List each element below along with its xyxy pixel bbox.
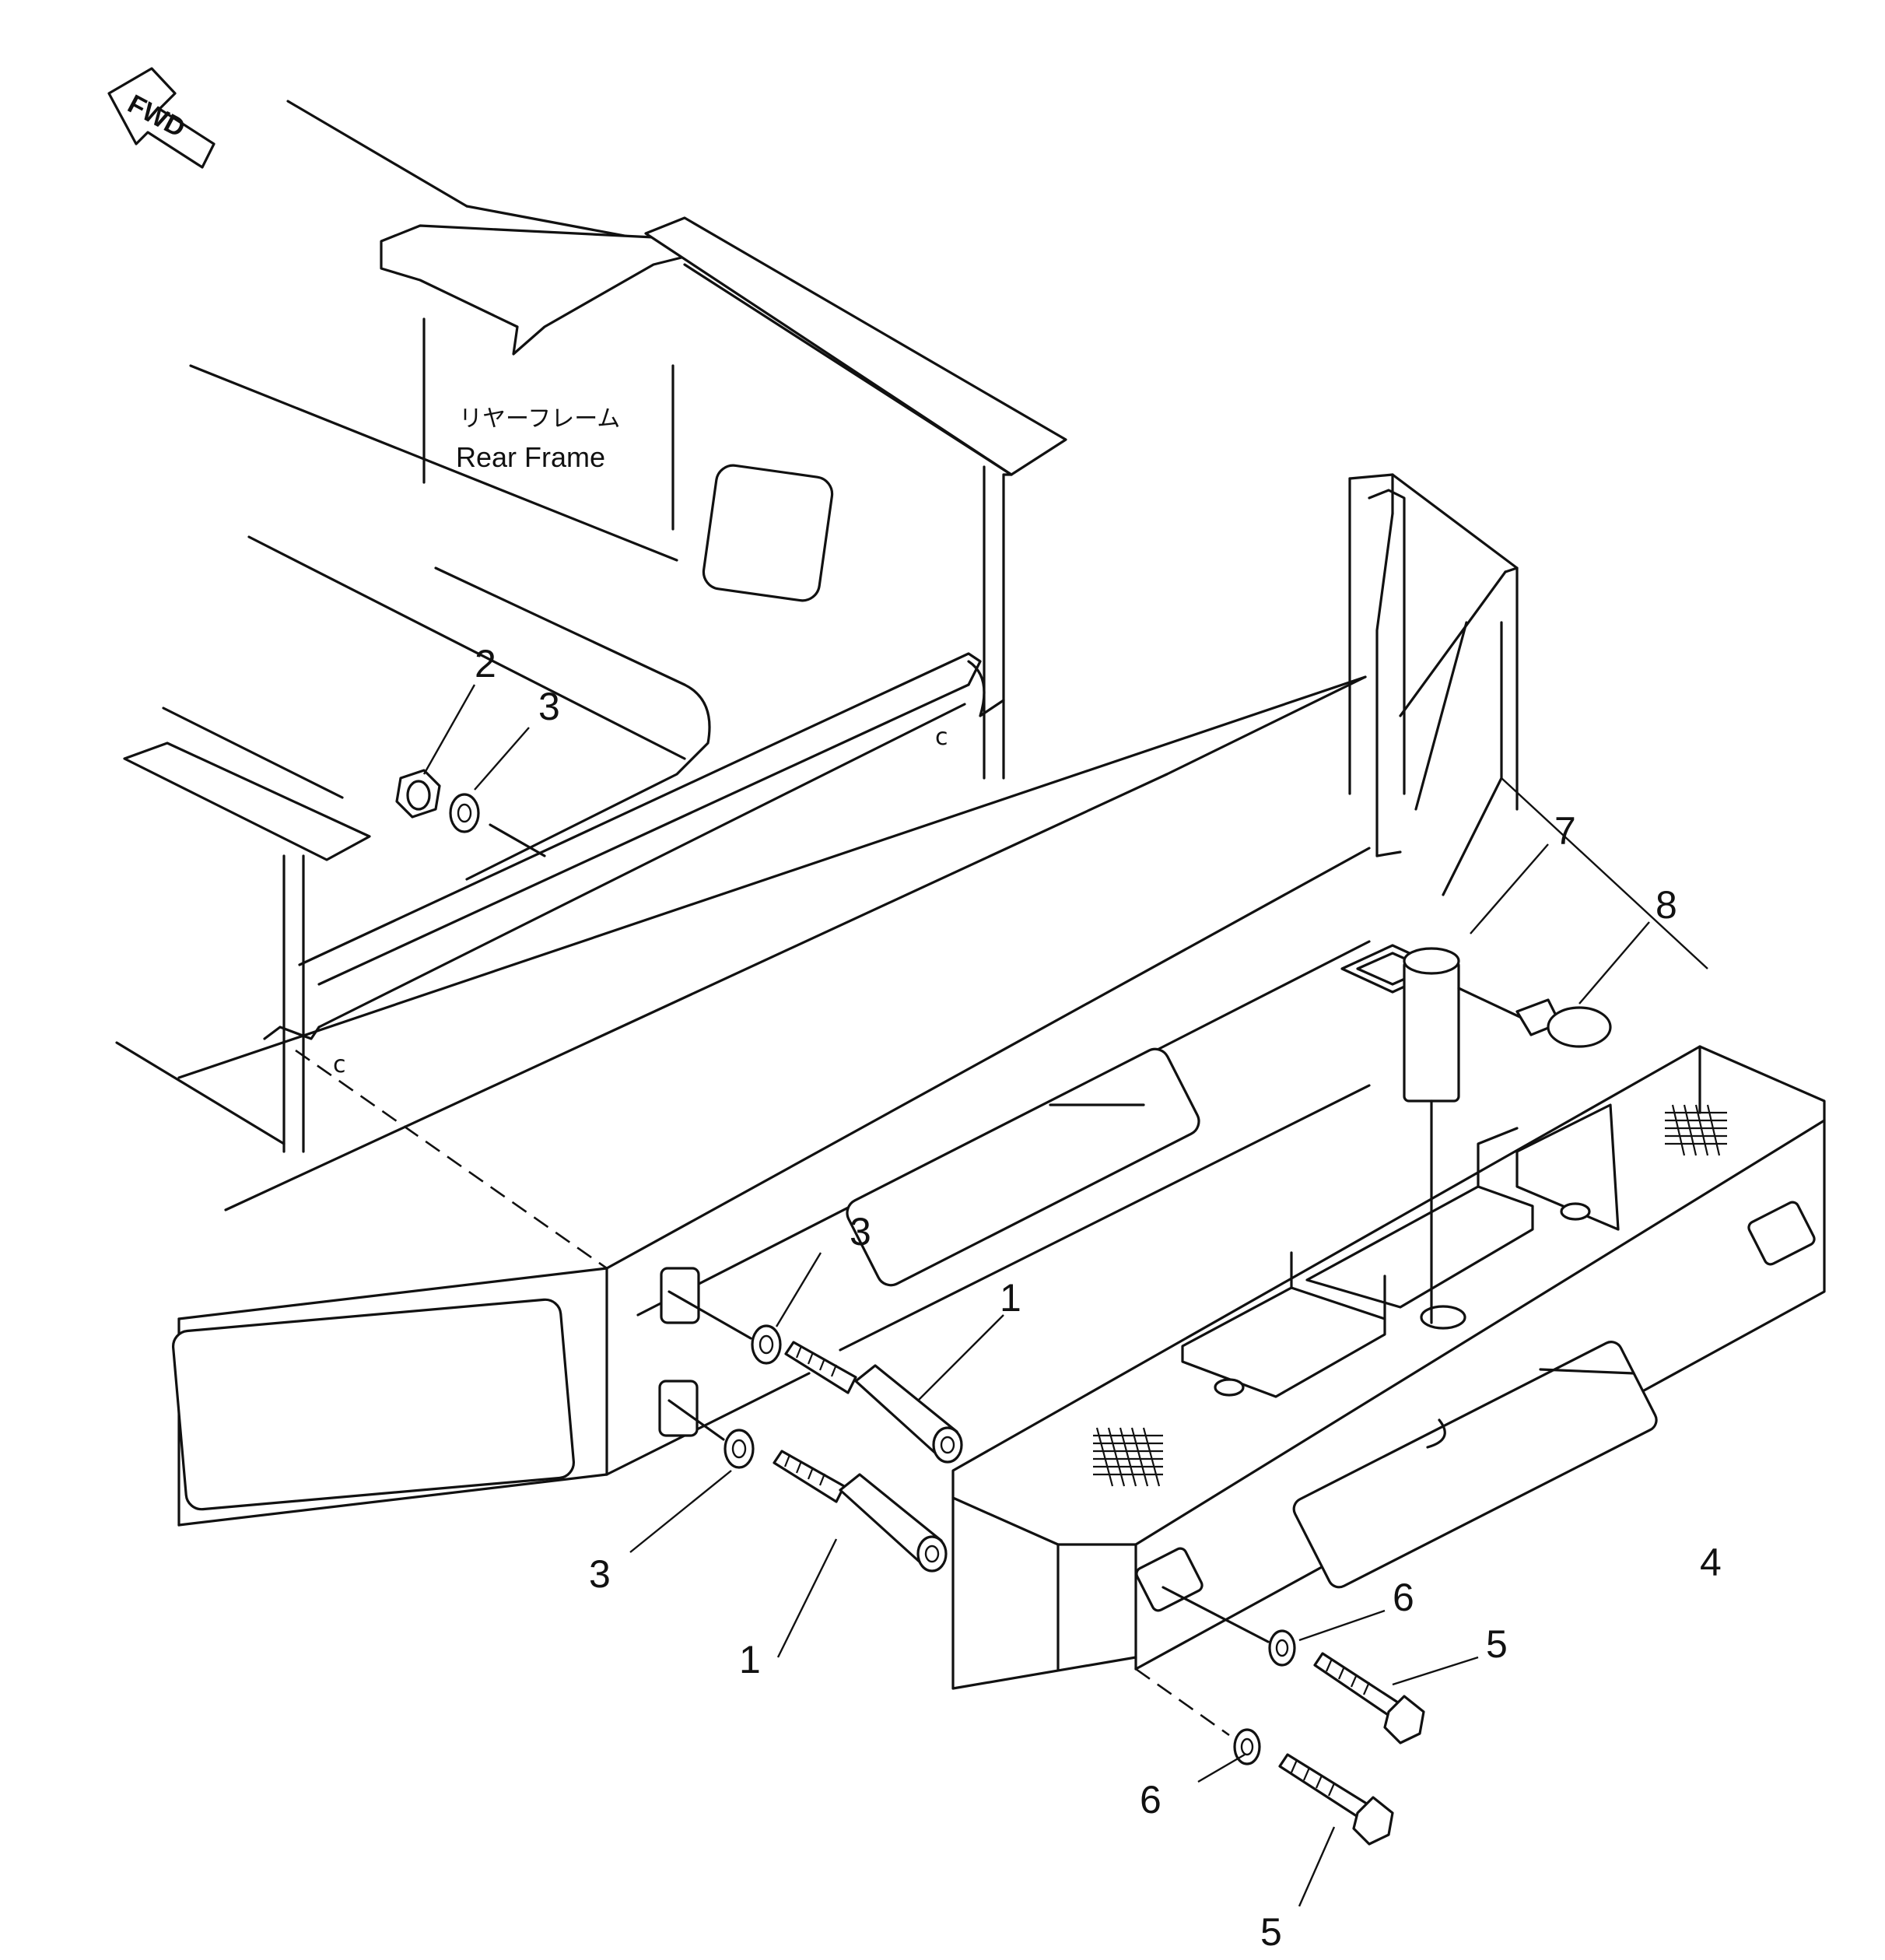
- weld-mark-lower: c: [333, 1051, 346, 1078]
- rear-frame: リヤーフレーム Rear Frame c c: [115, 100, 1067, 1270]
- frame-label-english: Rear Frame: [456, 441, 605, 473]
- washer-front-upper: [751, 1324, 782, 1365]
- callout-4: 4: [1700, 1541, 1722, 1584]
- callout-1-lower: 1: [739, 1638, 761, 1681]
- callout-8: 8: [1656, 883, 1677, 927]
- frame-label-japanese: リヤーフレーム: [459, 405, 620, 433]
- hatch-left: [1093, 1427, 1163, 1487]
- nut: [395, 769, 441, 819]
- callout-numbers: 2 3 3 1 3 1 4 6 5 6 5 7 8: [475, 642, 1722, 1954]
- washer-front-lower: [724, 1429, 755, 1469]
- callout-5-lower: 5: [1260, 1910, 1282, 1954]
- lock-pin-assembly: [1340, 944, 1612, 1324]
- hatch-right: [1665, 1104, 1727, 1156]
- fwd-arrow-icon: FWD: [107, 67, 215, 169]
- callout-3-lower: 3: [589, 1552, 611, 1596]
- callout-5-upper: 5: [1486, 1622, 1508, 1666]
- callout-6-lower: 6: [1140, 1778, 1161, 1822]
- counterweight: [951, 1045, 1826, 1690]
- cross-beam: [171, 473, 1519, 1527]
- callout-7: 7: [1554, 809, 1576, 853]
- callout-leaders: [422, 684, 1708, 1907]
- callout-3-top: 3: [538, 685, 560, 728]
- washer-right-lower: [1233, 1728, 1261, 1765]
- hex-bolt-upper: [1313, 1652, 1425, 1744]
- callout-6-upper: 6: [1393, 1576, 1414, 1619]
- spacer-bolt-lower: [773, 1450, 948, 1573]
- washer-top: [449, 793, 480, 833]
- spacer-bolt-upper: [784, 1341, 963, 1464]
- callout-3-middle: 3: [850, 1210, 871, 1253]
- washer-right-upper: [1268, 1629, 1296, 1667]
- hex-bolt-lower: [1278, 1753, 1394, 1846]
- weld-mark-upper: c: [935, 724, 948, 751]
- callout-2: 2: [475, 642, 496, 685]
- callout-1-upper: 1: [1000, 1276, 1021, 1320]
